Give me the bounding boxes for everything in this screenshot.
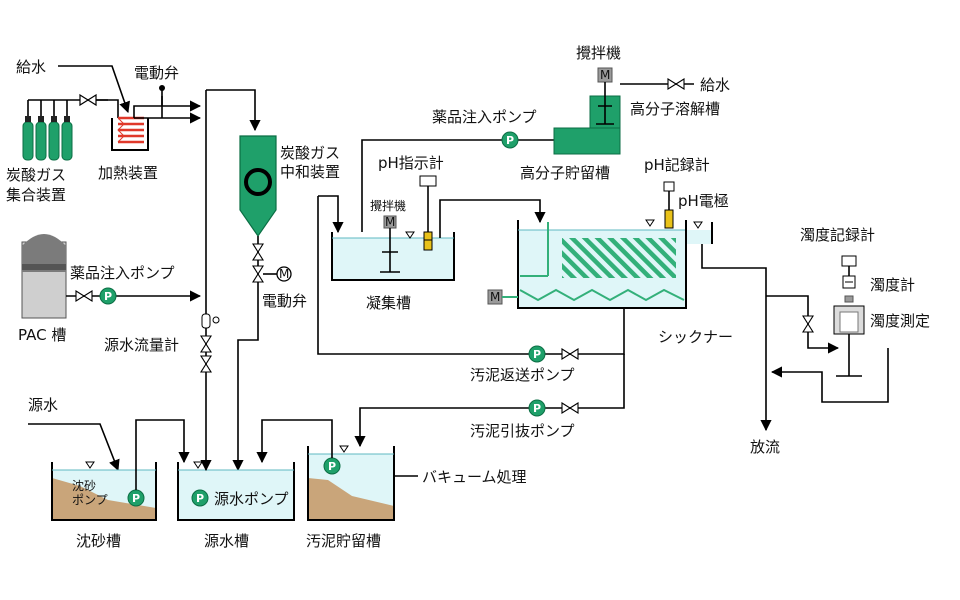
motor-symbol-1: M [385,215,395,229]
motor-symbol-2: M [600,68,610,82]
sludge-draw-pump-label: 汚泥引抜ポンプ [470,422,575,440]
motor-valve-symbol: M [279,267,289,281]
ph-recorder-box [663,181,675,192]
grit-pump-symbol: P [132,492,140,505]
chem-pump-2-symbol: P [506,134,514,147]
electric-valve-label-1: 電動弁 [134,64,179,82]
turbidity-unit [833,255,865,377]
co2-cylinders [22,99,75,161]
chem-pump-label-2: 薬品注入ポンプ [432,108,537,126]
turbidity-measure-label: 濁度測定 [870,312,930,330]
sludge-return-pump-symbol: P [533,348,541,361]
motor-valve-icon [276,266,292,282]
co2-neutralizer-label: 炭酸ガス中和装置 [280,144,340,181]
pac-tank-label: PAC 槽 [18,326,66,344]
electric-valve-label-2: 電動弁 [262,292,307,310]
chem-pump-2-icon [501,131,519,149]
pac-tank [21,234,67,319]
ph-indicator-box [419,175,437,187]
feed-water-label-2: 給水 [700,76,730,94]
ph-recorder-label: pH記録計 [644,156,710,174]
ph-electrode-label: pH電極 [678,192,729,210]
polymer-tanks [553,67,621,155]
ph-probe-2 [664,209,674,229]
grit-tank [51,461,157,521]
co2-cylinders-label: 炭酸ガス集合装置 [6,166,66,204]
gas-valve [75,93,119,118]
sludge-return-pump-icon [528,345,546,363]
polymer-dissolve-label: 高分子溶解槽 [630,100,720,118]
ph-indicator-label: pH指示計 [378,154,444,172]
chem-pump-label-1: 薬品注入ポンプ [70,264,175,282]
sludge-draw-pump-symbol: P [533,402,541,415]
thickener [487,219,687,309]
sludge-tank-label: 汚泥貯留槽 [306,532,381,550]
grit-tank-label: 沈砂槽 [76,532,121,550]
sludge-draw-pump-icon [528,399,546,417]
sludge-tank-pump-symbol: P [328,460,336,473]
vacuum-label: バキューム処理 [422,468,527,486]
feed-water-label-1: 給水 [16,58,46,76]
mixer-label: 攪拌機 [576,44,621,62]
motor-symbol-3: M [490,290,500,304]
turbidity-recorder-label: 濁度記録計 [800,226,875,244]
discharge-box [685,221,713,244]
heater-unit [111,116,149,151]
co2-neutralizer [239,135,277,238]
chem-pump-1-symbol: P [104,290,112,303]
raw-flow-meter [200,313,220,373]
ph-probe-1 [423,231,433,251]
thickener-label: シックナー [658,328,733,346]
feed-water-pipe-1 [58,65,130,114]
chem-pump-1-icon [99,287,117,305]
coag-tank-label: 凝集槽 [366,294,411,312]
raw-pump-label: 源水ポンプ [214,490,289,508]
polymer-storage-label: 高分子貯留槽 [520,164,610,182]
heater-label: 加熱装置 [98,164,158,182]
sludge-tank [307,445,395,521]
raw-pump-icon [191,489,209,507]
sludge-return-pump-label: 汚泥返送ポンプ [470,366,575,384]
turbidimeter-label: 濁度計 [870,276,915,294]
raw-pump-symbol: P [196,492,204,505]
grit-pump-label: 沈砂ポンプ [72,478,108,507]
raw-tank-label: 源水槽 [204,532,249,550]
mixer-small-label: 攪拌機 [370,198,406,213]
coag-tank [331,215,455,281]
raw-water-label: 源水 [28,396,58,414]
raw-flow-meter-label: 源水流量計 [104,336,179,354]
discharge-label: 放流 [750,438,780,456]
